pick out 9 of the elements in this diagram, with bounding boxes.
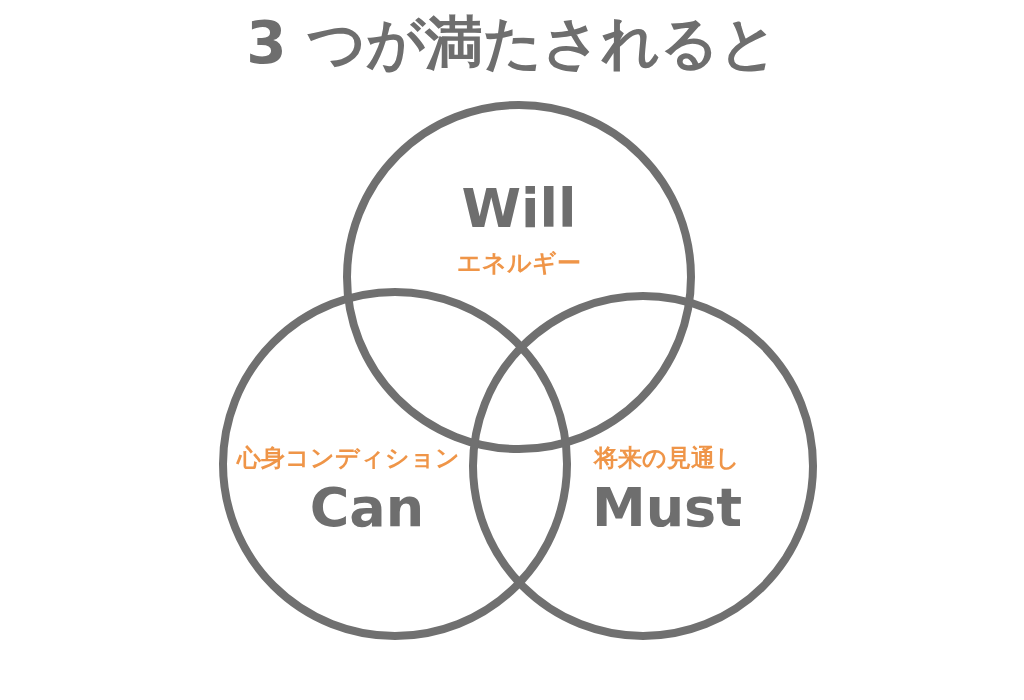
circle-label: Must bbox=[591, 481, 743, 535]
circle-caption: 将来の見通し bbox=[594, 446, 740, 470]
venn-circle bbox=[469, 292, 817, 640]
circle-label: Will bbox=[461, 182, 577, 236]
circle-caption: エネルギー bbox=[457, 251, 581, 275]
circle-caption: 心身コンディション bbox=[236, 446, 460, 470]
title: 3 つが満たされると bbox=[245, 12, 779, 76]
circle-label: Can bbox=[309, 481, 425, 535]
venn-circle bbox=[219, 288, 571, 640]
